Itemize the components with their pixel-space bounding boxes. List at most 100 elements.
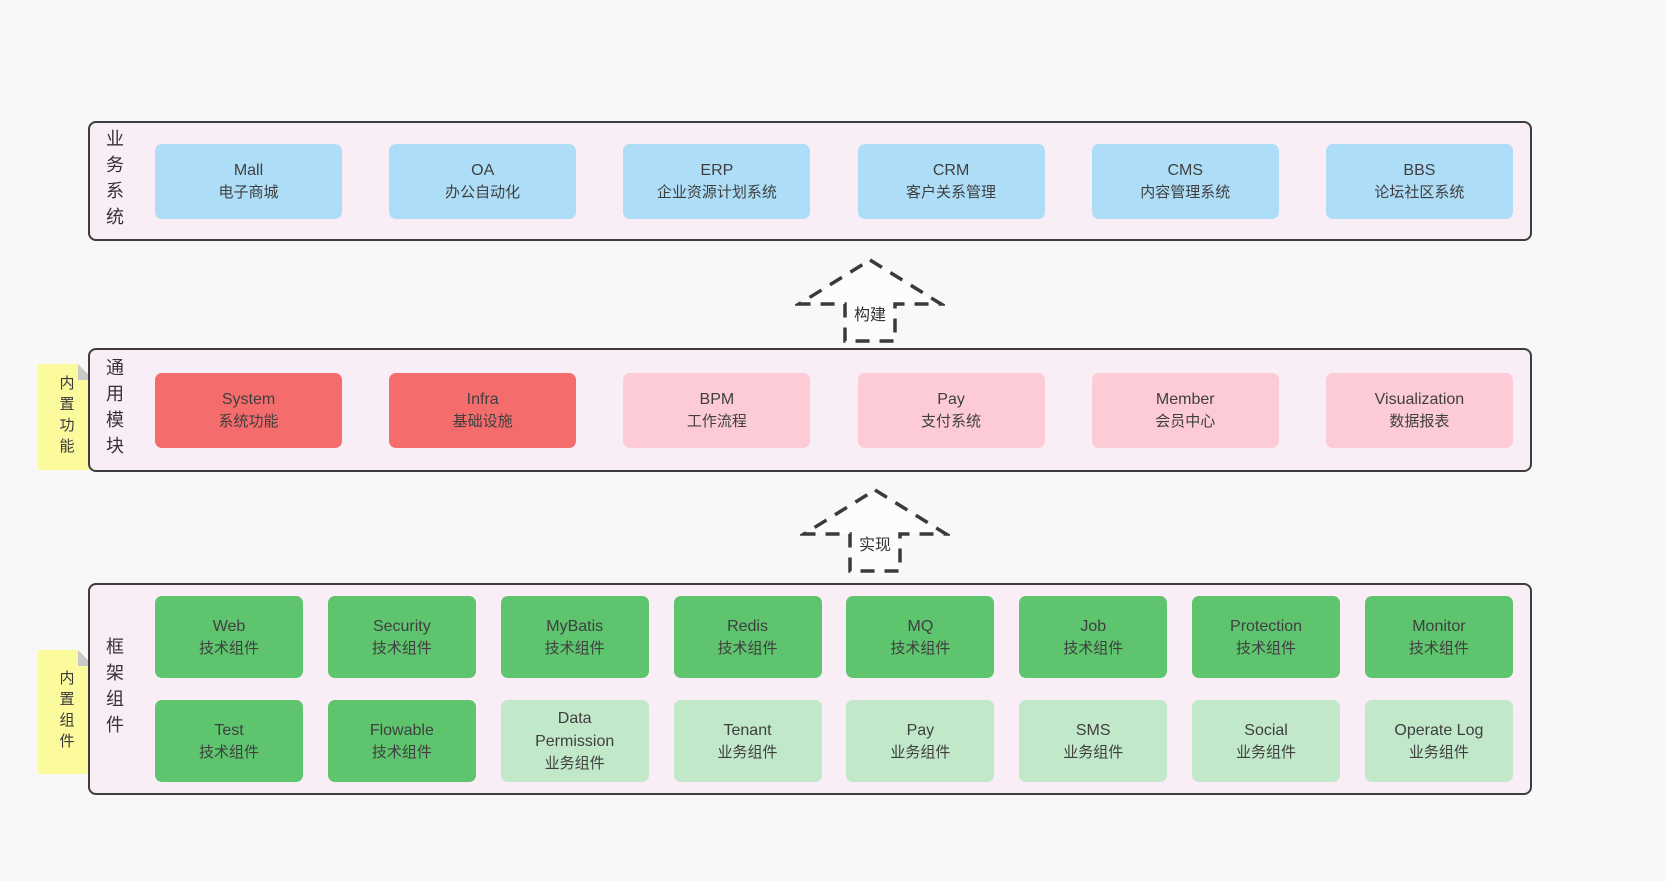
- box-name: CRM: [932, 161, 970, 179]
- box-name: Operate Log: [1394, 721, 1484, 739]
- business-boxes-row: Mall 电子商城 OA 办公自动化 ERP 企业资源计划系统 CRM 客户关系…: [138, 123, 1530, 239]
- box-name: BBS: [1403, 161, 1436, 179]
- section-label-business: 业务系统: [90, 123, 138, 239]
- box-social: Social 业务组件: [1192, 700, 1341, 782]
- box-name: OA: [471, 161, 495, 179]
- box-subtitle: 客户关系管理: [906, 183, 997, 201]
- box-name: Pay: [906, 721, 935, 739]
- box-subtitle: 技术组件: [1063, 639, 1124, 657]
- box-data-permission: Data Permission 业务组件: [500, 700, 649, 782]
- box-name: Job: [1080, 617, 1107, 635]
- box-name: Tenant: [723, 721, 772, 739]
- box-security: Security 技术组件: [327, 596, 476, 678]
- box-subtitle: 办公自动化: [445, 183, 521, 201]
- box-name: ERP: [700, 161, 734, 179]
- arrow-implement: 实现: [800, 487, 950, 575]
- arrow-build: 构建: [795, 257, 945, 345]
- box-web: Web 技术组件: [155, 596, 303, 678]
- section-common-modules: 通用模块 System 系统功能 Infra 基础设施 BPM 工作流程 Pay…: [88, 348, 1532, 472]
- box-subtitle: 技术组件: [198, 743, 259, 761]
- box-subtitle: 业务组件: [890, 743, 951, 761]
- box-bbs: BBS 论坛社区系统: [1325, 143, 1513, 219]
- box-name: Flowable: [369, 721, 434, 739]
- box-subtitle: 技术组件: [1236, 639, 1297, 657]
- box-cms: CMS 内容管理系统: [1091, 143, 1279, 219]
- box-subtitle: 支付系统: [921, 412, 982, 430]
- box-pay-component: Pay 业务组件: [846, 700, 995, 782]
- box-subtitle: 会员中心: [1155, 412, 1216, 430]
- box-name: Social: [1244, 721, 1288, 739]
- box-subtitle: 业务组件: [1408, 743, 1469, 761]
- box-protection: Protection 技术组件: [1192, 596, 1341, 678]
- sticky-note-label: 内置功能: [57, 375, 75, 459]
- box-mq: MQ 技术组件: [846, 596, 995, 678]
- section-framework-components: 框架组件 Web 技术组件 Security 技术组件 MyBatis 技术组件…: [88, 583, 1532, 795]
- arrow-up-shape: [795, 257, 945, 343]
- box-name: MQ: [907, 617, 934, 635]
- box-name: CMS: [1167, 161, 1204, 179]
- box-member: Member 会员中心: [1091, 372, 1279, 448]
- box-name: Redis: [727, 617, 768, 635]
- box-subtitle: 内容管理系统: [1140, 183, 1231, 201]
- box-mall: Mall 电子商城: [155, 143, 342, 219]
- section-label-modules: 通用模块: [90, 350, 138, 470]
- box-operate-log: Operate Log 业务组件: [1364, 700, 1513, 782]
- components-boxes-grid: Web 技术组件 Security 技术组件 MyBatis 技术组件 Redi…: [138, 585, 1530, 793]
- box-name: Web: [212, 617, 246, 635]
- box-erp: ERP 企业资源计划系统: [623, 143, 811, 219]
- box-subtitle: 技术组件: [717, 639, 778, 657]
- box-tenant: Tenant 业务组件: [673, 700, 822, 782]
- box-subtitle: 技术组件: [371, 743, 432, 761]
- box-name: Protection: [1230, 617, 1303, 635]
- box-subtitle: 业务组件: [1063, 743, 1124, 761]
- box-name: BPM: [699, 390, 735, 408]
- section-label-components: 框架组件: [90, 585, 138, 793]
- arrow-up-icon: [795, 257, 945, 343]
- box-name: System: [221, 390, 276, 408]
- box-bpm: BPM 工作流程: [623, 372, 811, 448]
- box-subtitle: 工作流程: [686, 412, 747, 430]
- box-sms: SMS 业务组件: [1019, 700, 1168, 782]
- section-label-text: 业务系统: [104, 129, 124, 233]
- box-subtitle: 电子商城: [218, 183, 279, 201]
- box-name: Mall: [233, 161, 264, 179]
- box-flowable: Flowable 技术组件: [327, 700, 476, 782]
- section-label-text: 框架组件: [104, 637, 124, 741]
- components-row-2: Test 技术组件 Flowable 技术组件 Data Permission …: [138, 689, 1530, 793]
- box-oa: OA 办公自动化: [389, 143, 577, 219]
- box-visualization: Visualization 数据报表: [1325, 372, 1513, 448]
- box-name: Data Permission: [535, 709, 615, 751]
- box-redis: Redis 技术组件: [673, 596, 822, 678]
- box-name: Test: [214, 721, 244, 739]
- box-subtitle: 论坛社区系统: [1374, 183, 1465, 201]
- arrow-label: 实现: [855, 531, 895, 555]
- box-crm: CRM 客户关系管理: [857, 143, 1045, 219]
- box-system: System 系统功能: [155, 372, 342, 448]
- box-job: Job 技术组件: [1019, 596, 1168, 678]
- box-infra: Infra 基础设施: [389, 372, 577, 448]
- box-subtitle: 数据报表: [1389, 412, 1450, 430]
- components-row-1: Web 技术组件 Security 技术组件 MyBatis 技术组件 Redi…: [138, 585, 1530, 689]
- box-subtitle: 基础设施: [452, 412, 513, 430]
- box-subtitle: 技术组件: [198, 639, 259, 657]
- arrow-up-shape: [800, 487, 950, 573]
- box-name: Pay: [937, 390, 965, 408]
- box-name: Visualization: [1374, 390, 1465, 408]
- box-subtitle: 技术组件: [1408, 639, 1469, 657]
- box-subtitle: 技术组件: [371, 639, 432, 657]
- arrow-up-icon: [800, 487, 950, 573]
- box-name: MyBatis: [546, 617, 604, 635]
- box-name: Monitor: [1412, 617, 1466, 635]
- box-test: Test 技术组件: [155, 700, 303, 782]
- box-subtitle: 系统功能: [218, 412, 279, 430]
- section-business-systems: 业务系统 Mall 电子商城 OA 办公自动化 ERP 企业资源计划系统 CRM…: [88, 121, 1532, 241]
- box-subtitle: 业务组件: [717, 743, 778, 761]
- box-subtitle: 业务组件: [1236, 743, 1297, 761]
- section-label-text: 通用模块: [104, 358, 124, 462]
- box-name: Security: [372, 617, 431, 635]
- box-subtitle: 企业资源计划系统: [656, 183, 777, 201]
- box-subtitle: 技术组件: [890, 639, 951, 657]
- box-monitor: Monitor 技术组件: [1364, 596, 1513, 678]
- sticky-note-label: 内置组件: [57, 670, 75, 754]
- box-mybatis: MyBatis 技术组件: [500, 596, 649, 678]
